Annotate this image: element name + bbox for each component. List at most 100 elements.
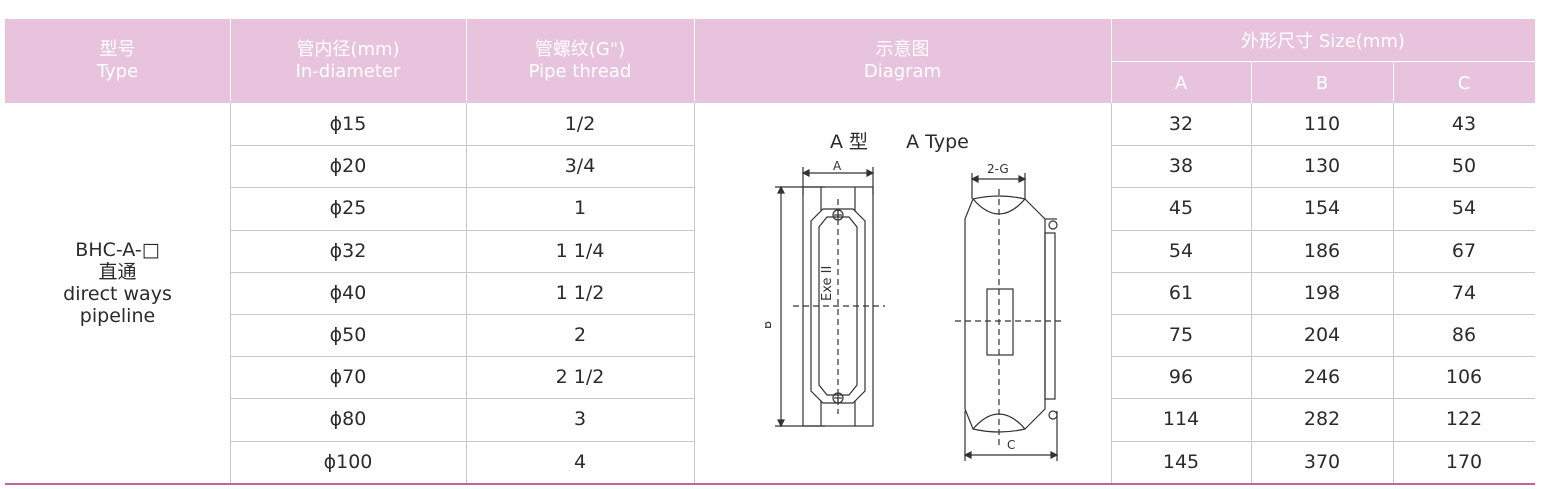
pipe-box-diagram: A B 2-G C Exe II [765, 159, 1065, 461]
column-divider [1111, 103, 1112, 485]
cell-a: 61 [1168, 281, 1194, 304]
label-b: B [765, 321, 774, 329]
cell-b: 154 [1303, 197, 1341, 220]
cell-c: 43 [1451, 113, 1477, 135]
row-divider [1111, 187, 1535, 189]
arrow [801, 169, 810, 177]
header-thread-en: Pipe thread [528, 61, 632, 82]
header-divider [1111, 61, 1535, 62]
nameplate [986, 288, 1014, 356]
model-cell: BHC-A-□ 直通 direct ways pipeline [5, 239, 230, 327]
cell-a: 54 [1168, 239, 1194, 262]
row-divider [1111, 145, 1535, 147]
header-divider [466, 19, 467, 103]
cell-thread: 4 [573, 450, 587, 473]
cell-thread: 1 [573, 197, 587, 220]
label-exe: Exe II [820, 266, 835, 301]
header-divider [1393, 61, 1394, 103]
cell-b: 246 [1303, 366, 1341, 389]
cell-thread: 3 [573, 408, 587, 431]
cell-thread: 2 [573, 324, 587, 346]
row-divider [230, 145, 694, 147]
row-divider [230, 440, 694, 442]
header-diameter: 管内径(mm) In-diameter [230, 39, 466, 83]
model-name-en-line2: pipeline [79, 305, 156, 327]
cell-diameter: ϕ80 [329, 408, 367, 431]
pipe-body-side [964, 195, 1046, 433]
cell-c: 74 [1451, 281, 1477, 304]
diagram-title-cn: A 型 [830, 131, 869, 153]
header-size-label: 外形尺寸 Size(mm) [1241, 31, 1405, 52]
cell-thread: 3/4 [564, 155, 596, 178]
row-divider [1111, 440, 1535, 442]
cell-c: 67 [1451, 239, 1477, 262]
column-divider [230, 103, 231, 485]
cell-diameter: ϕ25 [329, 197, 367, 220]
cover-inner [818, 216, 858, 396]
table-header: 型号 Type 管内径(mm) In-diameter 管螺纹(G") Pipe… [5, 19, 1535, 103]
row-divider [230, 356, 694, 358]
header-size: 外形尺寸 Size(mm) [1111, 31, 1535, 53]
cell-b: 370 [1303, 450, 1341, 473]
header-diagram-cn: 示意图 [875, 39, 930, 60]
cell-c: 54 [1451, 197, 1477, 220]
row-divider [230, 187, 694, 189]
header-thread: 管螺纹(G") Pipe thread [466, 39, 694, 83]
cell-a: 114 [1162, 408, 1200, 431]
header-col-b: B [1315, 73, 1329, 94]
cell-diameter: ϕ15 [329, 113, 367, 135]
arrow [866, 169, 875, 177]
row-divider [1111, 314, 1535, 315]
cell-b: 110 [1303, 113, 1341, 135]
label-c: C [1007, 438, 1015, 452]
column-divider [694, 103, 695, 485]
model-name-cn: 直通 [98, 261, 137, 283]
arrow [1018, 175, 1027, 183]
cell-thread: 1 1/4 [555, 239, 605, 262]
cell-diameter: ϕ100 [323, 450, 373, 473]
column-divider [1251, 103, 1252, 485]
cell-diameter: ϕ50 [329, 324, 367, 346]
row-divider [1111, 398, 1535, 400]
row-divider [1111, 356, 1535, 358]
table-bottom-rule [5, 483, 1535, 485]
arrow [777, 419, 785, 428]
row-divider [230, 398, 694, 400]
cell-a: 45 [1168, 197, 1194, 220]
cell-thread: 1/2 [564, 113, 596, 135]
cell-c: 170 [1445, 450, 1483, 473]
cell-b: 282 [1303, 408, 1341, 431]
arrow [777, 185, 785, 194]
header-type-en: Type [96, 61, 139, 82]
row-divider [230, 229, 694, 231]
cell-diameter: ϕ32 [329, 239, 367, 262]
model-code: BHC-A-□ [75, 239, 160, 261]
cell-thread: 2 1/2 [555, 366, 605, 389]
model-name-en-line1: direct ways [63, 283, 172, 305]
screw-icon [1048, 410, 1058, 420]
arrow [963, 451, 972, 459]
arrow [970, 175, 979, 183]
header-diagram: 示意图 Diagram [694, 39, 1111, 83]
cell-b: 198 [1303, 281, 1341, 304]
row-divider [1111, 229, 1535, 231]
cell-c: 50 [1451, 155, 1477, 178]
product-spec-table: 型号 Type 管内径(mm) In-diameter 管螺纹(G") Pipe… [5, 19, 1535, 485]
cell-c: 122 [1445, 408, 1483, 431]
header-type-cn: 型号 [99, 39, 136, 60]
cell-thread: 1 1/2 [555, 281, 605, 304]
cell-a: 38 [1168, 155, 1194, 178]
cell-b: 130 [1303, 155, 1341, 178]
cell-diameter: ϕ40 [329, 281, 367, 304]
screw-icon [1048, 220, 1058, 230]
row-divider [230, 271, 694, 273]
cell-a: 96 [1168, 366, 1194, 389]
cell-diameter: ϕ20 [329, 155, 367, 178]
cell-diameter: ϕ70 [329, 366, 367, 389]
column-divider [466, 103, 467, 485]
header-type: 型号 Type [5, 39, 230, 83]
cell-a: 145 [1162, 450, 1200, 473]
cell-a: 32 [1168, 113, 1194, 135]
cell-b: 204 [1303, 324, 1341, 346]
header-divider [1251, 61, 1252, 103]
